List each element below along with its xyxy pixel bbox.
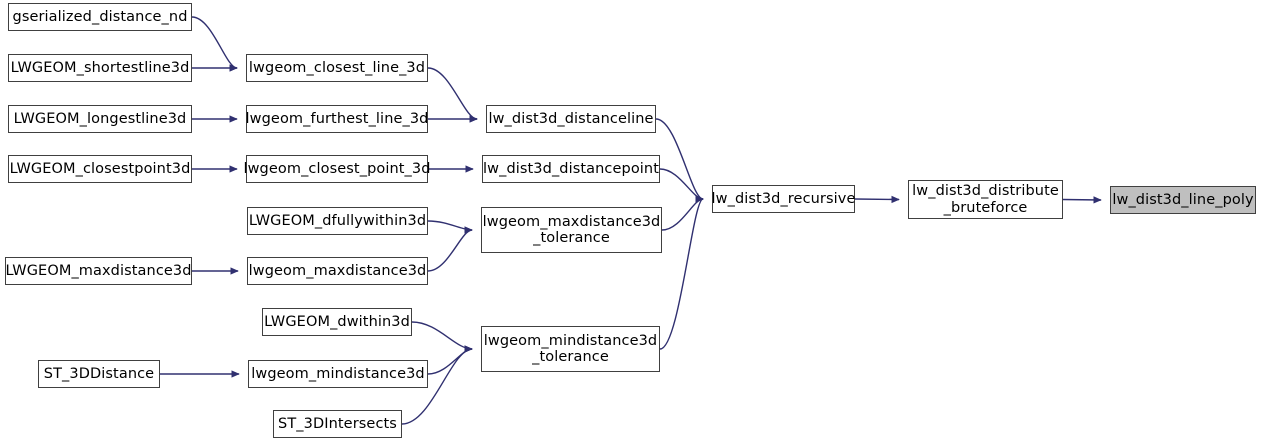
graph-node-lw_dist3d_recursive[interactable]: lw_dist3d_recursive [712, 185, 855, 213]
graph-node-LWGEOM_maxdistance3d[interactable]: LWGEOM_maxdistance3d [5, 257, 192, 285]
graph-node-lw_dist3d_distanceline[interactable]: lw_dist3d_distanceline [486, 105, 656, 133]
graph-node-ST_3DDistance[interactable]: ST_3DDistance [38, 360, 160, 388]
graph-node-ST_3DIntersects[interactable]: ST_3DIntersects [273, 410, 402, 438]
graph-node-lw_dist3d_line_poly[interactable]: lw_dist3d_line_poly [1110, 186, 1256, 214]
graph-node-lw_dist3d_distancepoint[interactable]: lw_dist3d_distancepoint [482, 155, 660, 183]
graph-edge-lwgeom_mindistance3d_tolerance-to-lw_dist3d_recursive [659, 195, 704, 350]
graph-edge-lw_dist3d_distancepoint-to-lw_dist3d_recursive [659, 168, 704, 203]
graph-edge-LWGEOM_dfullywithin3d-to-lwgeom_maxdistance3d_tolerance [427, 220, 473, 234]
graph-edge-lw_dist3d_distribute_bruteforce-to-lw_dist3d_line_poly [1062, 196, 1102, 204]
graph-edge-lw_dist3d_distanceline-to-lw_dist3d_recursive [655, 118, 704, 203]
graph-node-lwgeom_closest_point_3d[interactable]: lwgeom_closest_point_3d [243, 155, 430, 183]
graph-edge-lwgeom_maxdistance3d-to-lwgeom_maxdistance3d_tolerance [427, 226, 473, 272]
graph-node-lwgeom_mindistance3d[interactable]: lwgeom_mindistance3d [248, 360, 428, 388]
graph-node-LWGEOM_longestline3d[interactable]: LWGEOM_longestline3d [8, 105, 192, 133]
graph-edge-lw_dist3d_recursive-to-lw_dist3d_distribute_bruteforce [854, 195, 900, 204]
graph-node-LWGEOM_closestpoint3d[interactable]: LWGEOM_closestpoint3d [8, 155, 192, 183]
graph-node-lwgeom_furthest_line_3d[interactable]: lwgeom_furthest_line_3d [246, 105, 428, 133]
graph-node-lwgeom_maxdistance3d[interactable]: lwgeom_maxdistance3d [247, 257, 428, 285]
graph-node-LWGEOM_dwithin3d[interactable]: LWGEOM_dwithin3d [262, 308, 412, 336]
graph-node-LWGEOM_dfullywithin3d[interactable]: LWGEOM_dfullywithin3d [247, 207, 428, 235]
graph-node-lwgeom_closest_line_3d[interactable]: lwgeom_closest_line_3d [246, 54, 428, 82]
graph-node-lwgeom_maxdistance3d_tolerance[interactable]: lwgeom_maxdistance3d _tolerance [481, 207, 662, 253]
graph-node-lwgeom_mindistance3d_tolerance[interactable]: lwgeom_mindistance3d _tolerance [481, 326, 660, 372]
graph-node-lw_dist3d_distribute_bruteforce[interactable]: lw_dist3d_distribute _bruteforce [908, 180, 1063, 219]
graph-node-LWGEOM_shortestline3d[interactable]: LWGEOM_shortestline3d [8, 54, 192, 82]
graph-edge-gserialized_distance_nd-to-lwgeom_closest_line_3d [191, 16, 238, 72]
graph-edge-lwgeom_closest_line_3d-to-lw_dist3d_distanceline [427, 67, 478, 123]
graph-edge-lwgeom_mindistance3d-to-lwgeom_mindistance3d_tolerance [427, 345, 473, 375]
graph-edge-lwgeom_maxdistance3d_tolerance-to-lw_dist3d_recursive [661, 195, 704, 231]
graph-node-gserialized_distance_nd[interactable]: gserialized_distance_nd [8, 3, 192, 31]
graph-edge-LWGEOM_dwithin3d-to-lwgeom_mindistance3d_tolerance [411, 321, 473, 353]
